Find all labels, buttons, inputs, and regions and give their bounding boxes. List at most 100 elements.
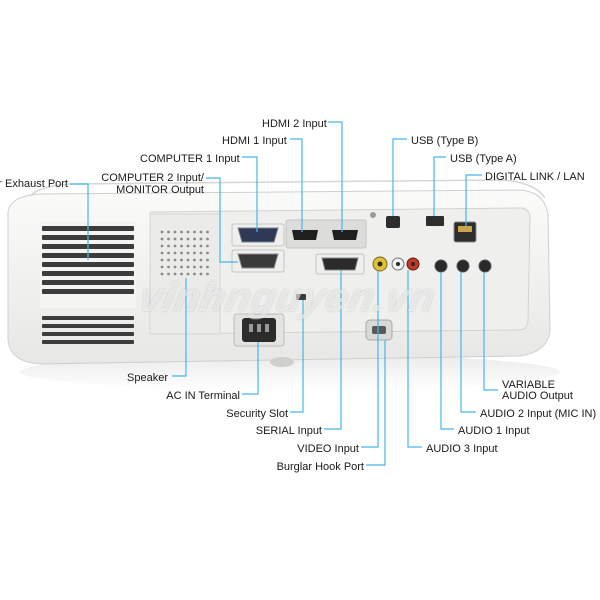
label-security-slot: Security Slot [226,408,288,420]
speaker-hole [206,244,209,248]
speaker-hole [199,230,203,234]
label-air-exhaust-port: r Exhaust Port [0,178,68,190]
usb-a-port [426,216,444,226]
speaker-hole [167,251,170,255]
floor-shadow [20,354,560,390]
label-variable-line2: AUDIO Output [502,390,573,402]
speaker-hole [206,237,209,241]
speaker-hole [199,237,203,241]
speaker-hole [173,272,177,276]
audio3-left-center [396,262,400,266]
label-computer1-input: COMPUTER 1 Input [140,153,240,165]
label-computer2-line1: COMPUTER 2 Input/ [101,172,204,184]
speaker-hole [160,265,164,269]
hdmi1-port [292,230,318,240]
leader-serial [324,270,342,430]
speaker-hole [186,230,190,234]
usb-b-port [386,216,400,228]
leader-variable [483,272,498,391]
audio3-right-center [411,262,415,266]
speaker-hole [206,251,209,255]
leader-computer1 [242,156,258,232]
label-usb-type-b: USB (Type B) [411,135,479,147]
vent-slot [42,332,134,336]
video-input-center [377,261,383,267]
leader-audio2 [460,272,476,413]
speaker-hole [180,258,183,262]
leader-burglar [366,340,386,466]
label-hdmi2-input: HDMI 2 Input [262,118,327,130]
speaker-hole [186,244,190,248]
label-audio3-input: AUDIO 3 Input [426,443,498,455]
small-screw [370,212,376,218]
speaker-hole [173,251,177,255]
serial-surround [315,253,365,275]
speaker-hole [186,258,190,262]
speaker-hole [160,251,164,255]
speaker-hole [193,272,196,276]
leader-computer2 [206,177,238,263]
speaker-hole [180,272,183,276]
speaker-hole [193,258,196,262]
ac-pin-3 [265,324,269,332]
label-video-input: VIDEO Input [297,443,359,455]
speaker-hole [173,244,177,248]
label-ac-in-terminal: AC IN Terminal [166,390,240,402]
audio2-jack [456,259,470,273]
hdmi2-port [332,230,358,240]
leader-ac-in [242,342,259,395]
leader-lan [465,174,482,226]
speaker-hole [180,265,183,269]
speaker-hole [193,265,196,269]
label-burglar-hook-port: Burglar Hook Port [276,461,364,473]
speaker-hole [193,244,196,248]
leader-video [361,271,379,448]
label-computer2-line2: MONITOR Output [116,184,204,196]
security-slot [296,294,306,300]
label-variable-line1: VARIABLE [502,379,555,391]
hdmi-bay [285,219,367,249]
audio1-jack [434,259,448,273]
computer1-port [237,227,279,243]
leader-security [290,300,304,413]
speaker-hole [180,230,183,234]
vent-slot [42,280,134,285]
leader-usb-a [433,156,446,216]
speaker-hole [199,265,203,269]
label-hdmi1-input: HDMI 1 Input [222,135,287,147]
speaker-hole [193,237,196,241]
speaker-hole [206,258,209,262]
vent-slot [42,289,134,294]
front-foot [270,357,294,367]
speaker-hole [199,258,203,262]
speaker-hole [173,265,177,269]
speaker-hole [199,251,203,255]
computer2-port-surround [231,249,285,273]
vent-slot [42,271,134,276]
lan-port-contacts [458,226,472,232]
speaker-hole [206,265,209,269]
speaker-hole [160,244,164,248]
vent-slots-lower [42,316,134,344]
label-digital-link-lan: DIGITAL LINK / LAN [485,171,585,183]
speaker-hole [160,237,164,241]
label-usb-type-a: USB (Type A) [450,153,517,165]
speaker-hole [186,237,190,241]
speaker-hole [167,258,170,262]
leader-lines [70,121,498,466]
burglar-hook-slot [372,326,386,334]
leader-hdmi1 [290,138,303,232]
computer2-port [237,253,279,269]
speaker-hole [193,251,196,255]
leader-usb-b [392,138,407,216]
top-edge [29,179,546,199]
speaker-hole [167,244,170,248]
leader-hdmi2 [328,121,343,232]
speaker-hole [167,237,170,241]
vent-slot [42,324,134,328]
vent-slot [42,262,134,267]
ac-pin-1 [249,324,253,332]
ac-pin-2 [257,324,261,332]
speaker-hole [199,272,203,276]
